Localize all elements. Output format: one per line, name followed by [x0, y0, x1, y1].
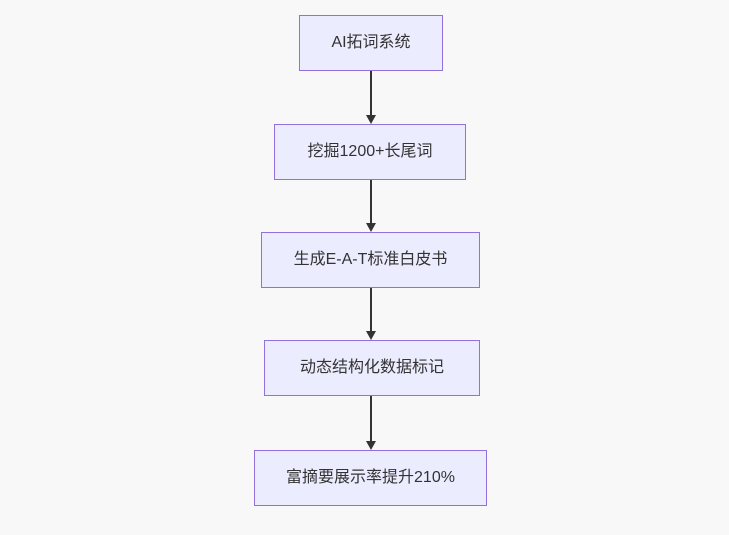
- flow-node-label: 动态结构化数据标记: [299, 359, 444, 377]
- arrow-line: [369, 71, 372, 115]
- arrow-head-icon: [365, 331, 376, 340]
- arrow-n2-to-n3: [365, 180, 376, 232]
- flow-node-generate-eat-whitepaper: 生成E-A-T标准白皮书: [261, 232, 480, 288]
- flow-node-ai-word-expansion-system: AI拓词系统: [299, 15, 443, 71]
- flow-node-dynamic-structured-data-markup: 动态结构化数据标记: [264, 340, 480, 396]
- arrow-head-icon: [365, 223, 376, 232]
- arrow-line: [369, 396, 372, 441]
- flow-node-mine-longtail-keywords: 挖掘1200+长尾词: [274, 124, 466, 180]
- flow-node-label: 挖掘1200+长尾词: [307, 143, 433, 161]
- arrow-head-icon: [365, 441, 376, 450]
- flow-node-label: AI拓词系统: [331, 34, 411, 52]
- flow-node-rich-snippet-rate-increase: 富摘要展示率提升210%: [254, 450, 487, 506]
- flow-node-label: 生成E-A-T标准白皮书: [293, 251, 448, 269]
- arrow-line: [369, 180, 372, 223]
- arrow-n4-to-n5: [365, 396, 376, 450]
- arrow-head-icon: [365, 115, 376, 124]
- flow-node-label: 富摘要展示率提升210%: [286, 469, 455, 487]
- arrow-n3-to-n4: [365, 288, 376, 340]
- arrow-n1-to-n2: [365, 71, 376, 124]
- arrow-line: [369, 288, 372, 331]
